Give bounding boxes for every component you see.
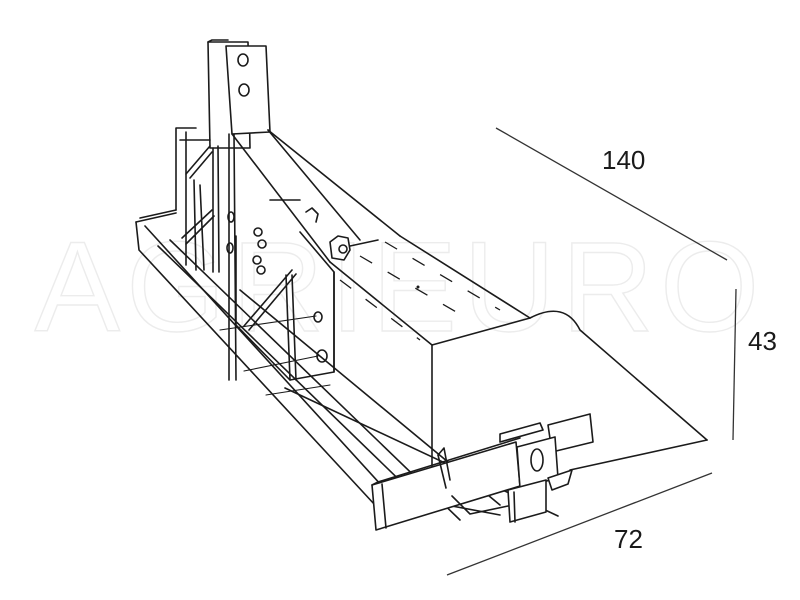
dimension-length-label: 140: [602, 145, 646, 175]
diagonal-brace-arm: [231, 129, 401, 263]
front-blade-bar: [371, 437, 521, 531]
curved-end-plate: [529, 310, 708, 471]
side-plate-with-holes: [219, 211, 335, 396]
dimension-width-label: 72: [614, 524, 643, 554]
hex-nut-bolt: [305, 207, 379, 261]
locking-latch-bracket: [451, 413, 594, 523]
dimension-line-width: [446, 472, 713, 576]
base-skid-frame: [135, 127, 559, 521]
a-frame-bracing: [179, 139, 215, 271]
dimension-line-length: [495, 127, 728, 261]
dimension-line-height: [732, 288, 737, 441]
three-point-hitch-mast: [207, 39, 271, 381]
dimension-height-label: 43: [748, 326, 777, 356]
main-box-body: [329, 235, 531, 471]
